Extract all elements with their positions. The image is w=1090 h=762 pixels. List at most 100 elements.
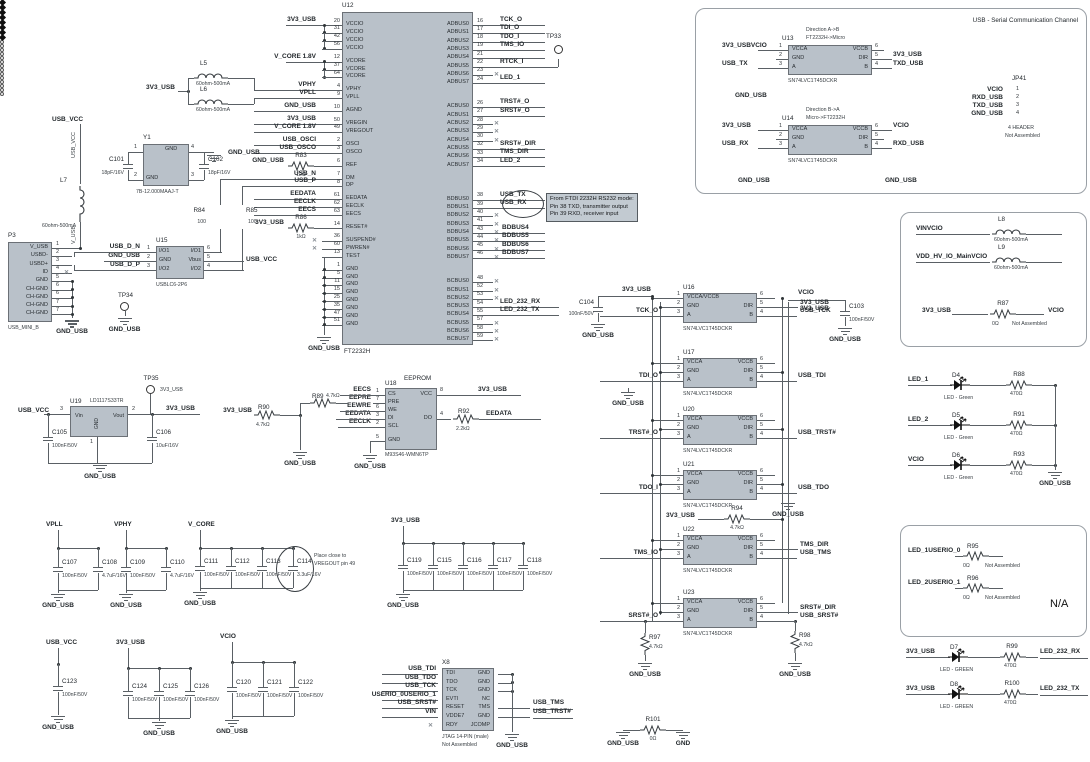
wire xyxy=(322,165,342,167)
wire xyxy=(322,61,342,63)
wire xyxy=(1032,465,1055,466)
resistor-icon xyxy=(963,582,989,594)
wire xyxy=(660,549,665,550)
wire xyxy=(884,59,892,60)
net-label: 3V3_USB xyxy=(478,386,507,393)
capacitor-ref: C101 xyxy=(108,156,124,163)
wire xyxy=(254,178,322,180)
wire xyxy=(232,716,233,719)
wire xyxy=(128,414,200,415)
pin-name: OSCI xyxy=(346,140,360,147)
resistor-ref: R94 xyxy=(731,505,743,512)
wire xyxy=(232,642,233,662)
wire xyxy=(757,540,775,541)
net-label: RXD_USB xyxy=(893,140,925,147)
gnd-label: GND_USB xyxy=(143,730,175,737)
capacitor-value: 100nF/50V xyxy=(437,570,463,577)
capacitor-ref: C121 xyxy=(267,679,283,686)
pin-number: 3 xyxy=(677,373,681,380)
net-label: EECLK xyxy=(293,198,316,206)
wire xyxy=(437,419,451,420)
pin-name: ADBUS1 xyxy=(446,29,469,36)
resistor-ref: R98 xyxy=(799,632,811,639)
wire xyxy=(58,590,59,593)
serial-box-title: USB - Serial Communication Channel xyxy=(972,17,1078,24)
wire xyxy=(396,594,410,596)
wire xyxy=(230,726,234,728)
pin-number: 3 xyxy=(779,140,783,147)
direction-heading: Micro->FT2232H xyxy=(806,115,846,121)
wire xyxy=(433,543,434,565)
pin-number: 10 xyxy=(333,103,340,110)
capacitor-ref: C110 xyxy=(170,559,185,566)
wire xyxy=(1026,657,1038,658)
wire xyxy=(493,25,545,26)
wire xyxy=(628,388,629,392)
wire xyxy=(286,61,324,63)
pin-name: VCCA xyxy=(687,536,703,542)
wire xyxy=(989,588,1003,589)
wire xyxy=(666,730,683,731)
wire xyxy=(56,600,60,602)
inductor-icon xyxy=(992,257,1026,263)
pin-number: 1 xyxy=(1016,86,1020,92)
wire xyxy=(908,465,952,466)
wire xyxy=(488,564,498,566)
pin-name: I/O1 xyxy=(159,248,170,254)
wire xyxy=(665,549,683,550)
net-label: LED_1USERIO_0 xyxy=(908,547,961,554)
wire xyxy=(58,573,59,590)
y1-part: 7B-12.000MAAJ-T xyxy=(136,189,179,195)
pin-number: 1 xyxy=(90,439,94,445)
wire xyxy=(698,519,724,520)
wire xyxy=(652,296,653,621)
buffer-ref: U13 xyxy=(782,35,794,42)
junction-dot xyxy=(322,323,326,327)
x8-body xyxy=(442,668,494,731)
pin-name: GND xyxy=(346,305,359,312)
pin-name: VDDE7 xyxy=(446,713,465,719)
junction-dot xyxy=(322,23,326,27)
gnd-label: GND_USB xyxy=(387,602,419,609)
wire xyxy=(340,395,373,396)
junction-dot xyxy=(780,482,784,486)
pin-name: B xyxy=(864,144,868,150)
pin-number: 2 xyxy=(336,137,340,144)
wire xyxy=(322,186,342,188)
net-label: USB_TDI xyxy=(408,665,436,672)
junction-dot xyxy=(780,296,784,300)
wire xyxy=(757,316,775,317)
gnd-label: GND_USB xyxy=(110,602,142,609)
wire xyxy=(523,570,524,590)
net-label: BDBUS6 xyxy=(502,240,529,248)
wire xyxy=(775,558,797,559)
pin-circle-icon xyxy=(0,84,4,88)
gnd-inner-label: GND xyxy=(165,146,178,152)
pin-number: 5 xyxy=(760,421,764,428)
pin-name: EEDATA xyxy=(346,195,368,202)
pin-name: BDBUS7 xyxy=(446,253,469,260)
resistor-value: 4.7kΩ xyxy=(326,393,340,399)
gnd-label: GND_USB xyxy=(184,600,216,607)
wire xyxy=(123,691,133,693)
wire xyxy=(295,455,305,457)
capacitor-ref: C106 xyxy=(156,428,172,436)
pin-number: 3 xyxy=(779,60,783,67)
not-assembled-note: Not Assembled xyxy=(442,742,477,748)
wire xyxy=(242,186,254,188)
pin-name: ID xyxy=(42,268,49,275)
wire xyxy=(322,256,342,258)
wire xyxy=(458,564,468,566)
resistor-ref: R99 xyxy=(1006,643,1018,650)
wire xyxy=(300,415,301,450)
pin-number: 47 xyxy=(333,309,340,316)
wire xyxy=(473,107,493,109)
wire xyxy=(750,519,782,520)
pin-number: 3 xyxy=(60,406,64,412)
net-label: VPHY xyxy=(298,81,316,89)
wire xyxy=(314,228,322,229)
wire xyxy=(121,567,131,569)
wire xyxy=(58,712,59,715)
wire xyxy=(159,668,160,691)
